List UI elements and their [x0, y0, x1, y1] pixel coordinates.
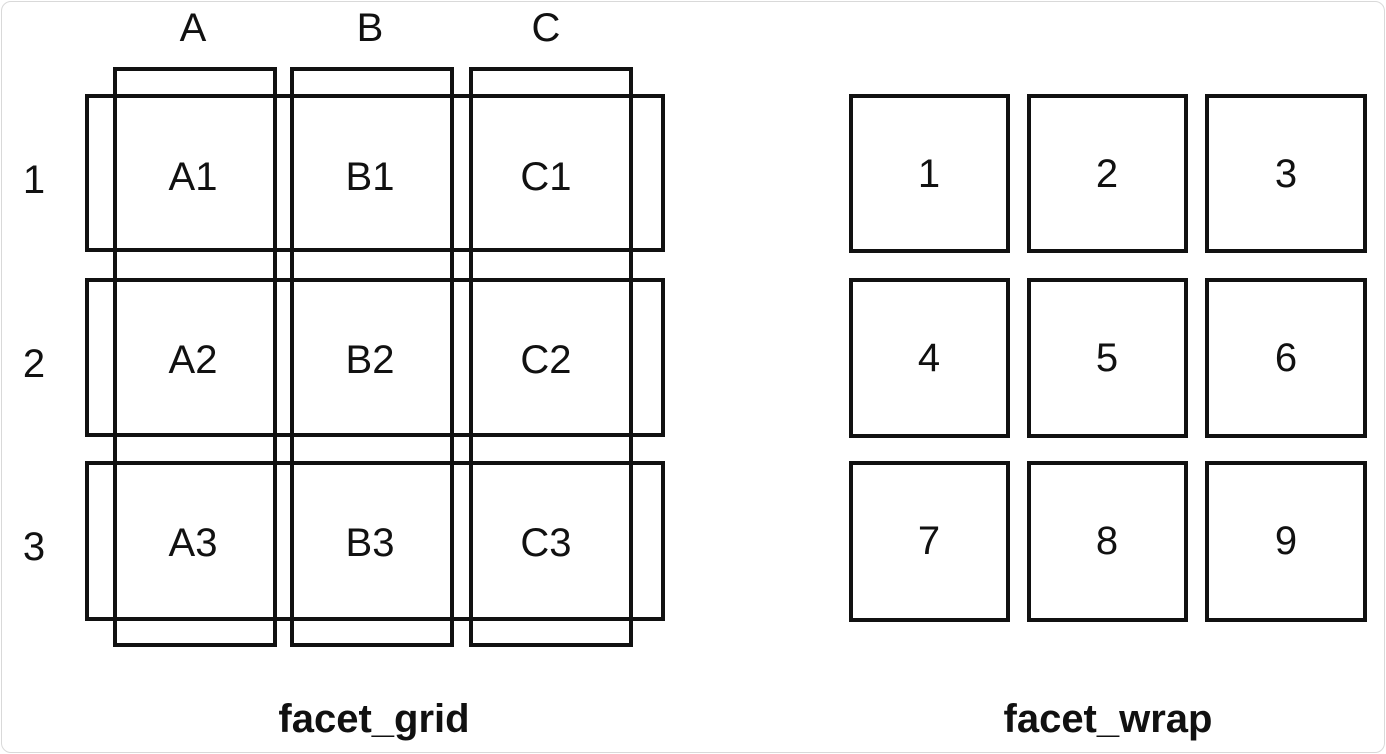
grid-column-boxes [113, 67, 633, 647]
wrap-panel-box [1027, 461, 1188, 622]
wrap-panel-box [849, 461, 1010, 622]
wrap-cell-label: 1 [918, 152, 940, 196]
grid-row-box-1 [85, 94, 665, 252]
grid-column-label-b: B [357, 6, 384, 50]
facet-wrap-caption: facet_wrap [1004, 697, 1213, 741]
grid-row-label-2: 2 [23, 342, 45, 386]
grid-column-label-a: A [180, 6, 207, 50]
grid-row-box-2 [85, 278, 665, 437]
grid-cell-label: A3 [169, 521, 218, 565]
grid-row-boxes [85, 94, 665, 621]
grid-cell-label: B3 [346, 521, 395, 565]
grid-cell-label: C2 [520, 338, 571, 382]
wrap-cell-label: 5 [1096, 336, 1118, 380]
facet-grid-caption: facet_grid [278, 697, 469, 741]
grid-cell-label: B1 [346, 155, 395, 199]
wrap-cell-label: 8 [1096, 519, 1118, 563]
wrap-cell-label: 9 [1275, 519, 1297, 563]
grid-column-box-c [469, 67, 633, 647]
facet-wrap-panel: 1 2 3 4 5 6 7 8 9 facet_wrap [849, 94, 1367, 741]
wrap-panel-box [849, 94, 1010, 253]
wrap-cell-label: 7 [918, 519, 940, 563]
grid-column-label-c: C [532, 6, 561, 50]
wrap-panel-box [1027, 94, 1188, 253]
wrap-cell-label: 4 [918, 336, 940, 380]
grid-column-box-b [290, 67, 454, 647]
grid-row-box-3 [85, 461, 665, 621]
grid-cell-label: A1 [169, 155, 218, 199]
grid-column-box-a [113, 67, 277, 647]
wrap-panel-box [1205, 278, 1367, 438]
wrap-panel-box [849, 278, 1010, 438]
grid-cell-label: A2 [169, 338, 218, 382]
grid-row-label-3: 3 [23, 525, 45, 569]
wrap-cell-label: 3 [1275, 152, 1297, 196]
wrap-cell-label: 6 [1275, 336, 1297, 380]
grid-cell-label: B2 [346, 338, 395, 382]
grid-cell-label: C1 [520, 155, 571, 199]
wrap-panel-box [1205, 461, 1367, 622]
grid-cell-label: C3 [520, 521, 571, 565]
wrap-panel-box [1027, 278, 1188, 438]
wrap-cell-label: 2 [1096, 152, 1118, 196]
wrap-panel-box [1205, 94, 1367, 253]
facet-grid-panel: A B C 1 2 3 A1 B1 C1 A2 B2 C2 A3 B3 C3 f… [23, 6, 665, 741]
grid-row-label-1: 1 [23, 158, 45, 202]
